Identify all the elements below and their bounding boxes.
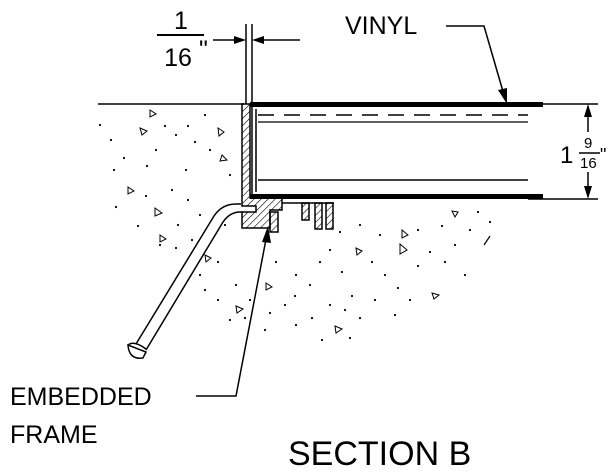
gap-dim-denominator: 16 (164, 44, 192, 72)
concrete-aggregate (127, 109, 459, 334)
vinyl-insert-top (250, 102, 543, 107)
embedded-label-line1: EMBEDDED (10, 383, 152, 411)
gap-dim-numerator: 1 (174, 7, 188, 35)
embedded-frame-profile (241, 103, 334, 233)
anchor-rod (127, 203, 243, 359)
thickness-dim-denominator: 16 (580, 155, 597, 172)
embedded-label-line2: FRAME (10, 421, 98, 449)
gap-dim-unit: " (199, 36, 208, 64)
thickness-dim-unit: " (600, 145, 606, 165)
rod-end-cap (127, 343, 148, 359)
vinyl-insert-bottom (250, 194, 543, 199)
embedded-frame-callout: EMBEDDED FRAME (10, 226, 271, 449)
vinyl-label: VINYL (345, 12, 417, 40)
thickness-dim-whole: 1 (560, 142, 573, 169)
section-title: SECTION B (288, 435, 471, 472)
concrete-dots (98, 113, 492, 342)
stair-nosing (250, 102, 543, 199)
gap-dimension: 1 16 " (157, 7, 300, 104)
vinyl-callout: VINYL (345, 12, 507, 104)
thickness-dimension: 1 9 16 " (528, 103, 606, 200)
thickness-dim-numerator: 9 (584, 135, 592, 152)
